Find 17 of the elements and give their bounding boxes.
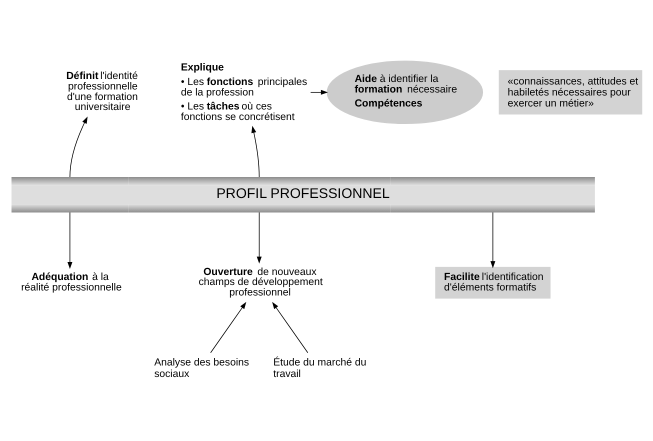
- node-text: Explique • Les fonctions principales de la profession • Les tâches où ces fonctions se concrétisent: [180, 62, 308, 122]
- arrow: [310, 89, 328, 94]
- node-text: Définit l'identité professionnelle d'une formation universitaire: [66, 70, 138, 113]
- node-text: Adéquation à la réalité professionnelle: [21, 271, 122, 293]
- node-box: Facilite l'identification d'éléments formatifs: [435, 266, 551, 298]
- arrow: [70, 116, 88, 177]
- node-text: Étude du marché du travail: [273, 357, 366, 380]
- node-text: Ouverture de nouveaux champs de développement professionnel: [198, 266, 323, 298]
- arrow: [67, 212, 72, 269]
- arrow: [256, 212, 262, 264]
- arrow: [210, 301, 246, 353]
- node-ellipse: Aide à identifier la formation nécessaire Compétences: [326, 60, 484, 124]
- node-text: Analyse des besoins sociaux: [154, 357, 250, 380]
- arrow: [490, 212, 496, 268]
- node-box: «connaissances, attitudes et habiletés nécessaires pour exercer un métier»: [498, 70, 642, 114]
- arrow: [251, 125, 260, 177]
- arrow: [272, 301, 308, 353]
